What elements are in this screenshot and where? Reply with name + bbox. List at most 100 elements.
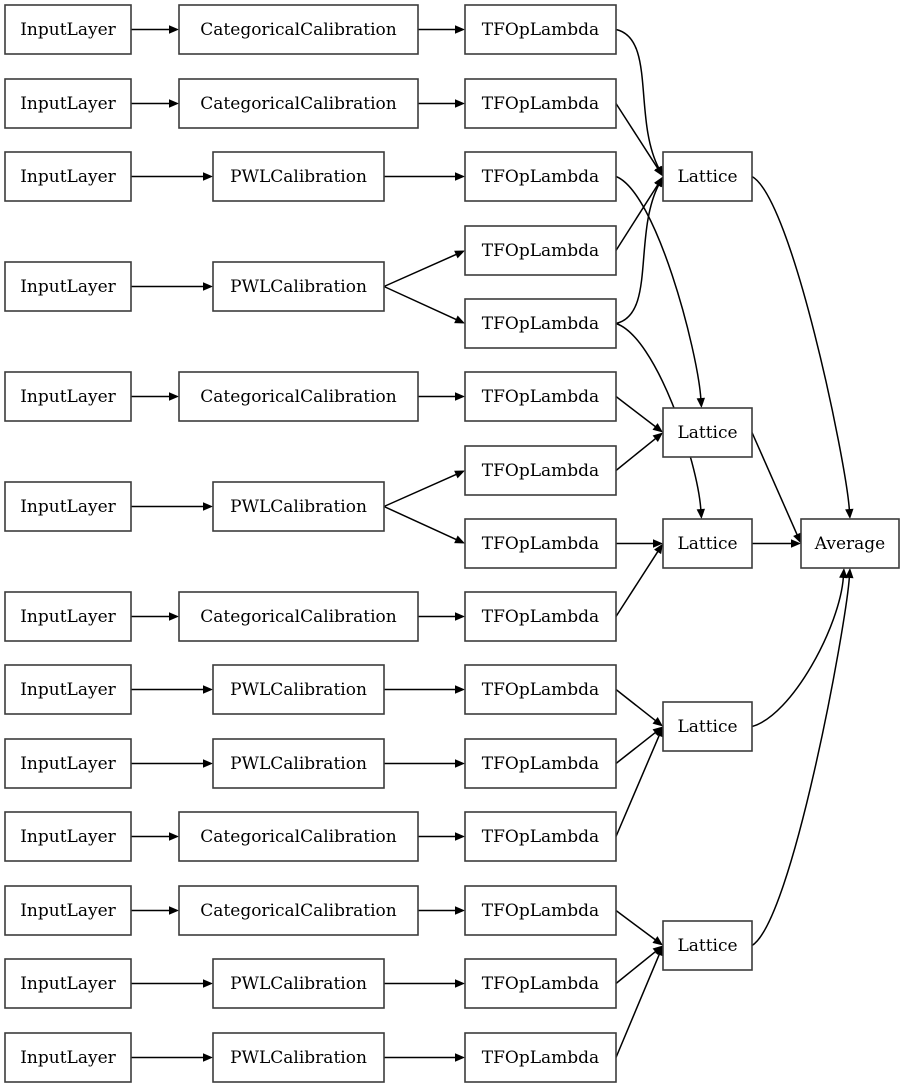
arrowhead — [203, 685, 213, 694]
arrowhead — [454, 250, 465, 259]
edge — [615, 432, 663, 472]
edge-path — [751, 432, 799, 536]
edge — [384, 979, 465, 988]
node-lattice: Lattice — [662, 920, 753, 971]
node-label: InputLayer — [20, 680, 116, 700]
node-input: InputLayer — [4, 738, 132, 789]
node-box — [464, 591, 617, 642]
edge-path — [615, 734, 661, 837]
edge-path — [751, 576, 851, 947]
edge — [131, 99, 179, 108]
node-label: PWLCalibration — [230, 680, 367, 700]
edge — [131, 979, 213, 988]
edge — [131, 612, 179, 621]
node-box — [178, 78, 419, 129]
node-average: Average — [800, 518, 900, 569]
node-box — [212, 738, 385, 789]
node-box — [464, 811, 617, 862]
node-input: InputLayer — [4, 4, 132, 55]
node-box — [464, 298, 617, 349]
node-tfop: TFOpLambda — [464, 664, 617, 715]
node-box — [464, 664, 617, 715]
node-label: TFOpLambda — [482, 167, 599, 187]
edge-path — [751, 175, 851, 511]
arrowhead — [169, 906, 179, 915]
node-box — [464, 225, 617, 276]
node-label: InputLayer — [20, 167, 116, 187]
arrowhead — [655, 945, 664, 957]
node-box — [212, 151, 385, 202]
edge — [383, 505, 465, 544]
node-input: InputLayer — [4, 885, 132, 936]
node-box — [4, 958, 132, 1009]
arrowhead — [455, 392, 465, 401]
edge — [131, 1053, 213, 1062]
node-tfop: TFOpLambda — [464, 518, 617, 569]
node-input: InputLayer — [4, 958, 132, 1009]
edge — [615, 945, 663, 985]
edge — [615, 395, 663, 433]
node-label: CategoricalCalibration — [200, 387, 396, 407]
node-pwl: PWLCalibration — [212, 151, 385, 202]
node-label: TFOpLambda — [482, 387, 599, 407]
edge-path — [383, 505, 458, 541]
arrowhead — [455, 759, 465, 768]
node-label: TFOpLambda — [482, 680, 599, 700]
node-tfop: TFOpLambda — [464, 811, 617, 862]
node-label: Average — [814, 534, 885, 554]
node-tfop: TFOpLambda — [464, 445, 617, 496]
edge-path — [383, 473, 458, 508]
node-box — [4, 78, 132, 129]
arrowhead — [454, 470, 465, 479]
edge — [615, 726, 663, 765]
node-box — [464, 4, 617, 55]
node-tfop: TFOpLambda — [464, 78, 617, 129]
arrowhead — [652, 423, 663, 433]
node-box — [212, 664, 385, 715]
node-box — [4, 885, 132, 936]
edge-path — [615, 953, 661, 1058]
edge — [131, 759, 213, 768]
node-pwl: PWLCalibration — [212, 738, 385, 789]
edge — [751, 568, 848, 728]
node-label: PWLCalibration — [230, 277, 367, 297]
node-box — [464, 78, 617, 129]
arrowhead — [696, 508, 706, 519]
edge-path — [615, 28, 660, 169]
node-input: InputLayer — [4, 1032, 132, 1083]
node-box — [464, 445, 617, 496]
edge — [131, 172, 213, 181]
node-label: Lattice — [677, 423, 737, 443]
node-label: TFOpLambda — [482, 974, 599, 994]
node-label: PWLCalibration — [230, 754, 367, 774]
node-tfop: TFOpLambda — [464, 371, 617, 422]
node-box — [212, 481, 385, 532]
node-label: TFOpLambda — [482, 607, 599, 627]
arrowhead — [455, 685, 465, 694]
arrowhead — [654, 543, 663, 555]
node-pwl: PWLCalibration — [212, 261, 385, 312]
node-label: TFOpLambda — [482, 534, 599, 554]
edge — [131, 392, 179, 401]
edge — [131, 282, 213, 291]
edge — [752, 539, 801, 548]
node-box — [662, 151, 753, 202]
node-label: CategoricalCalibration — [200, 94, 396, 114]
node-label: InputLayer — [20, 607, 116, 627]
edge-layer — [131, 25, 854, 1062]
arrowhead — [455, 612, 465, 621]
edge-path — [615, 183, 659, 251]
edge-path — [615, 550, 659, 617]
edge-path — [615, 322, 702, 511]
node-box — [662, 518, 753, 569]
node-categorical: CategoricalCalibration — [178, 811, 419, 862]
arrowhead — [203, 759, 213, 768]
node-label: Lattice — [677, 717, 737, 737]
edge — [615, 909, 663, 946]
node-categorical: CategoricalCalibration — [178, 371, 419, 422]
edge — [615, 543, 663, 617]
edge — [383, 250, 465, 288]
node-label: InputLayer — [20, 1048, 116, 1068]
edge — [751, 568, 854, 947]
edge — [131, 906, 179, 915]
